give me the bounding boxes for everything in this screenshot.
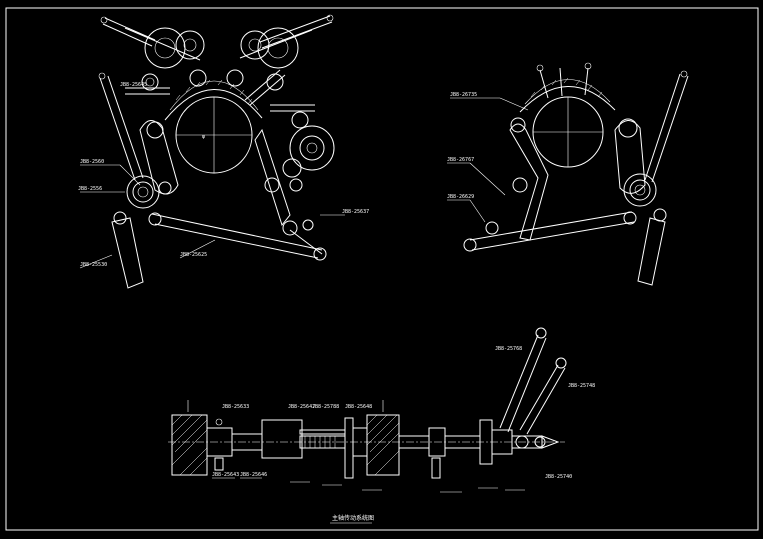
bottom-labels: JB8-25643 JB8-25646 JB8-25633 JB8-25647 … [212, 346, 595, 524]
shaft-assembly [168, 327, 567, 479]
label-bottom-right2: JB8-25748 [568, 383, 595, 389]
label-right-top: JB8-26735 [450, 92, 477, 98]
label-left-top: JB8-25645 [120, 82, 147, 88]
left-mechanism: φ [98, 14, 335, 289]
label-bottom-left2: JB8-25646 [240, 472, 267, 478]
label-bottom-right3: JB8-25740 [545, 474, 572, 480]
left-labels: JB8-2560 JB8-2556 JB8-25530 JB8-25625 JB… [78, 82, 369, 269]
label-bottom-mid2: JB8-25647 [288, 404, 315, 410]
label-left-mid2: JB8-2556 [78, 186, 102, 192]
label-left-mid1: JB8-2560 [80, 159, 104, 165]
label-right-mid1: JB8-26767 [447, 157, 474, 163]
right-mechanism [463, 62, 689, 286]
drawing-border [5, 7, 759, 531]
right-labels: JB8-26735 JB8-26767 JB8-26629 [447, 92, 529, 223]
label-left-bot-mid: JB8-25625 [180, 252, 207, 258]
label-bottom-left1: JB8-25643 [212, 472, 239, 478]
label-bottom-mid3: JB8-25788 [312, 404, 339, 410]
svg-text:φ: φ [202, 134, 205, 140]
drawing-caption: 主轴传动系统图 [332, 514, 374, 522]
label-bottom-mid4: JB8-25648 [345, 404, 372, 410]
label-bottom-mid1: JB8-25633 [222, 404, 249, 410]
label-right-mid2: JB8-26629 [447, 194, 474, 200]
label-left-right: JB8-25637 [342, 209, 369, 215]
label-left-low: JB8-25530 [80, 262, 107, 268]
label-bottom-right1: JB8-25768 [495, 346, 522, 352]
